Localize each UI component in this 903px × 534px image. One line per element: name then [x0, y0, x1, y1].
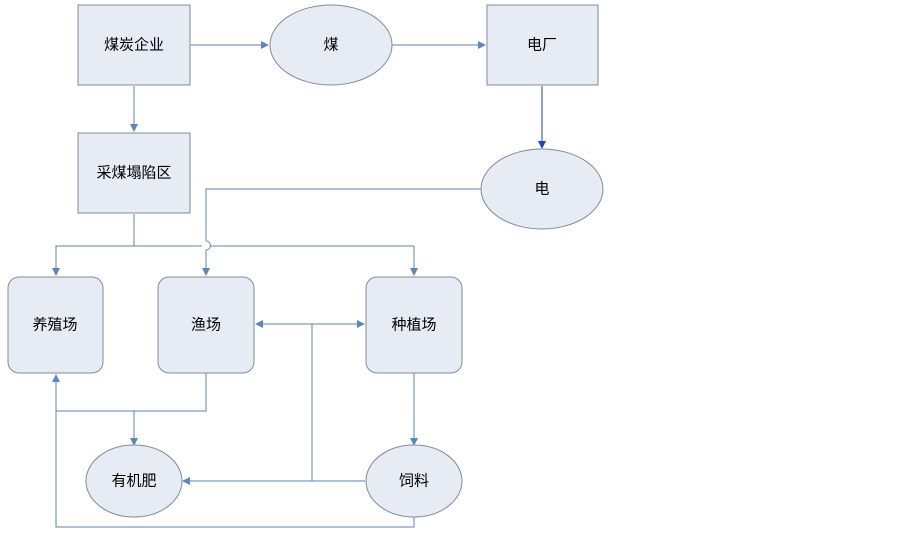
node-electricity-label: 电 [534, 180, 549, 198]
node-subsidence-area: 采煤塌陷区 [77, 132, 191, 214]
node-coal-label: 煤 [323, 36, 338, 54]
node-fishery: 渔场 [157, 276, 255, 374]
node-power-plant-label: 电厂 [527, 36, 557, 54]
edge-feed-trunk [311, 324, 365, 482]
edge-feed-to-breeding [52, 374, 415, 528]
node-organic-fertilizer-label: 有机肥 [111, 472, 156, 490]
node-feed: 饲料 [365, 444, 463, 518]
node-breeding-farm-label: 养殖场 [32, 316, 77, 334]
edge-fishery-to-fertilizer [130, 373, 207, 446]
edge-subsidence-to-breeding [52, 245, 134, 276]
node-coal-enterprise: 煤炭企业 [77, 4, 191, 86]
connectors [52, 41, 546, 528]
node-fishery-label: 渔场 [191, 316, 221, 334]
edge-subsidence-to-plantation [134, 245, 414, 275]
node-organic-fertilizer: 有机肥 [85, 444, 183, 518]
node-coal-enterprise-label: 煤炭企业 [104, 36, 164, 54]
node-plantation: 种植场 [365, 276, 463, 374]
node-electricity: 电 [480, 148, 604, 230]
edge-electricity-crossing-hop [205, 240, 211, 251]
node-coal: 煤 [269, 4, 393, 86]
node-breeding-farm: 养殖场 [7, 276, 104, 374]
node-feed-label: 饲料 [399, 472, 429, 490]
node-plantation-label: 种植场 [391, 316, 436, 334]
node-power-plant: 电厂 [486, 4, 599, 86]
edge-electricity-to-fishery [206, 188, 482, 275]
node-subsidence-area-label: 采煤塌陷区 [96, 164, 171, 182]
